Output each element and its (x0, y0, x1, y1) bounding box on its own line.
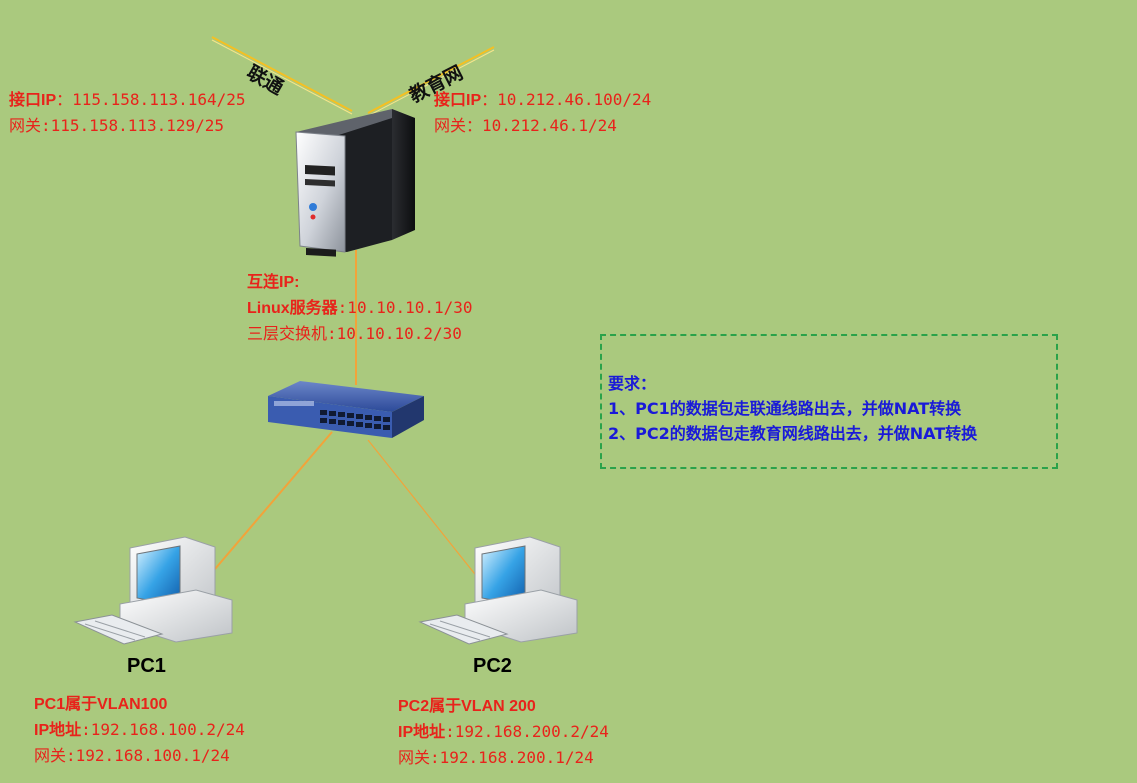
pc1-gw-label: 网关 (34, 746, 67, 765)
requirements-title: 要求： (608, 374, 657, 393)
pc2-info: PC2属于VLAN 200 IP地址:192.168.200.2/24 网关:1… (398, 694, 609, 770)
unicom-link-line (211, 36, 353, 115)
requirement-item-1: 1、PC1的数据包走联通线路出去，并做NAT转换 (608, 399, 962, 418)
server-right-interface-info: 接口IP：10.212.46.100/24 网关：10.212.46.1/24 (434, 87, 651, 138)
pc1-computer-icon (73, 536, 233, 645)
right-gw-label: 网关 (434, 116, 467, 135)
pc2-vlan: PC2属于VLAN 200 (398, 698, 536, 715)
right-ip-label: 接口IP (434, 92, 482, 109)
switch-ip: :10.10.10.2/30 (327, 324, 462, 343)
pc2-name: PC2 (473, 655, 512, 677)
pc2-ip-value: :192.168.200.2/24 (445, 722, 609, 741)
left-ip-label: 接口IP (9, 92, 57, 109)
pc2-ip-label: IP地址 (398, 724, 446, 741)
pc1-vlan: PC1属于VLAN100 (34, 696, 168, 713)
layer3-switch-icon (268, 381, 424, 438)
switch-pc2-link (367, 439, 479, 579)
linux-server-ip: :10.10.10.1/30 (337, 298, 473, 317)
linux-server-icon (295, 109, 415, 257)
left-gw-label: 网关 (9, 116, 42, 135)
pc1-info: PC1属于VLAN100 IP地址:192.168.100.2/24 网关:19… (34, 692, 245, 768)
pc1-ip-value: :192.168.100.2/24 (81, 720, 245, 739)
server-left-interface-info: 接口IP：115.158.113.164/25 网关:115.158.113.1… (9, 87, 246, 138)
interconnect-title: 互连IP: (247, 274, 300, 291)
pc1-gw-value: :192.168.100.1/24 (66, 746, 230, 765)
right-gw-value: ：10.212.46.1/24 (466, 116, 617, 135)
switch-label: 三层交换机 (247, 324, 328, 343)
left-ip-value: ：115.158.113.164/25 (56, 90, 246, 109)
linux-server-label: Linux服务器 (247, 300, 338, 317)
switch-pc1-link (214, 431, 333, 570)
left-gw-value: :115.158.113.129/25 (41, 116, 225, 135)
pc1-ip-label: IP地址 (34, 722, 82, 739)
pc2-computer-icon (418, 536, 578, 645)
pc1-name: PC1 (127, 655, 166, 677)
pc2-gw-value: :192.168.200.1/24 (430, 748, 594, 767)
right-ip-value: ：10.212.46.100/24 (481, 90, 652, 109)
pc2-gw-label: 网关 (398, 748, 431, 767)
requirements-box: 要求： 1、PC1的数据包走联通线路出去，并做NAT转换 2、PC2的数据包走教… (600, 334, 1058, 469)
edu-link-line (367, 46, 495, 117)
requirement-item-2: 2、PC2的数据包走教育网线路出去，并做NAT转换 (608, 424, 978, 443)
interconnect-info: 互连IP: Linux服务器:10.10.10.1/30 三层交换机:10.10… (247, 270, 473, 346)
